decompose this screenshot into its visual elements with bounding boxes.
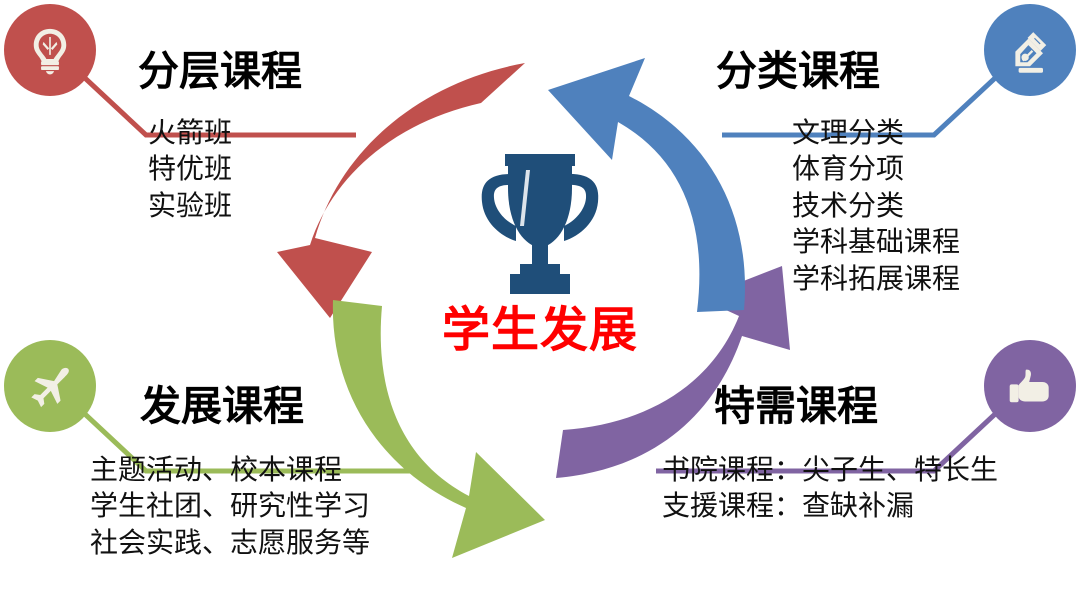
list-item: 学科拓展课程 bbox=[792, 261, 961, 295]
connector-line-development bbox=[70, 400, 420, 474]
connector-line-classified bbox=[722, 64, 1010, 138]
center-focus: 学生发展 bbox=[420, 140, 660, 400]
badge-special-needs[interactable] bbox=[984, 340, 1076, 432]
badge-classified[interactable] bbox=[984, 4, 1076, 96]
list-item: 特优班 bbox=[148, 152, 233, 186]
lightbulb-icon bbox=[33, 28, 67, 75]
list-item: 支援课程：查缺补漏 bbox=[662, 489, 915, 523]
blue-arrow bbox=[548, 58, 746, 312]
quadrant-title-layered: 分层课程 bbox=[138, 47, 302, 95]
trophy-icon bbox=[481, 154, 599, 294]
list-item: 学科基础课程 bbox=[792, 225, 961, 259]
quadrant-title-special-needs: 特需课程 bbox=[714, 382, 878, 430]
purple-arrow bbox=[556, 266, 790, 478]
list-item: 文理分类 bbox=[792, 116, 905, 150]
quadrant-items-classified: 文理分类 体育分项 技术分类 学科基础课程 学科拓展课程 bbox=[792, 115, 960, 297]
airplane-icon bbox=[31, 367, 69, 408]
center-label: 学生发展 bbox=[441, 302, 638, 358]
list-item: 火箭班 bbox=[148, 116, 233, 150]
badge-layered[interactable] bbox=[4, 4, 96, 96]
list-item: 学生社团、研究性学习 bbox=[90, 489, 371, 523]
quadrant-items-special-needs: 书院课程：尖子生、特长生 支援课程：查缺补漏 bbox=[662, 452, 998, 525]
quadrant-title-classified: 分类课程 bbox=[716, 47, 880, 95]
red-arrow bbox=[277, 63, 525, 318]
list-item: 技术分类 bbox=[792, 188, 905, 222]
list-item: 实验班 bbox=[148, 188, 233, 222]
quadrant-special-needs: 特需课程 书院课程：尖子生、特长生 支援课程：查缺补漏 bbox=[662, 382, 998, 525]
badge-development[interactable] bbox=[4, 340, 96, 432]
pen-nib-icon bbox=[1015, 32, 1047, 73]
green-arrow bbox=[332, 300, 545, 558]
quadrant-items-development: 主题活动、校本课程 学生社团、研究性学习 社会实践、志愿服务等 bbox=[90, 452, 370, 561]
thumbs-up-icon bbox=[1009, 369, 1049, 403]
list-item: 社会实践、志愿服务等 bbox=[90, 525, 371, 559]
quadrant-items-layered: 火箭班 特优班 实验班 bbox=[148, 115, 302, 224]
quadrant-classified: 分类课程 文理分类 体育分项 技术分类 学科基础课程 学科拓展课程 bbox=[716, 47, 960, 297]
quadrant-layered: 分层课程 火箭班 特优班 实验班 bbox=[138, 47, 302, 224]
quadrant-development: 发展课程 主题活动、校本课程 学生社团、研究性学习 社会实践、志愿服务等 bbox=[90, 382, 370, 561]
quadrant-title-development: 发展课程 bbox=[140, 382, 304, 430]
connector-line-special-needs bbox=[656, 400, 1010, 474]
connector-line-layered bbox=[70, 64, 356, 138]
list-item: 主题活动、校本课程 bbox=[90, 453, 343, 487]
list-item: 书院课程：尖子生、特长生 bbox=[662, 453, 999, 487]
list-item: 体育分项 bbox=[792, 152, 905, 186]
